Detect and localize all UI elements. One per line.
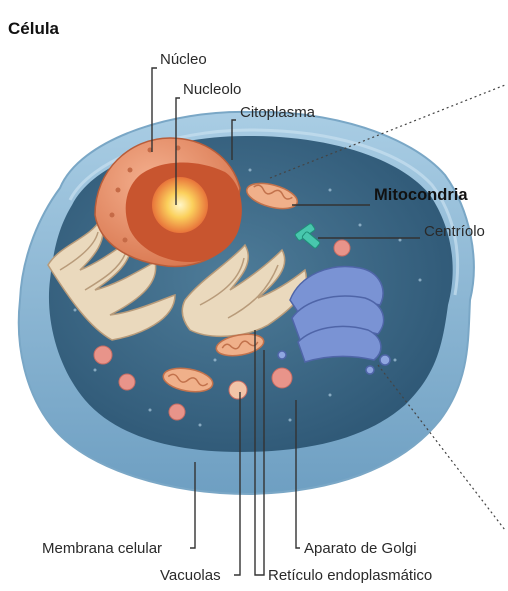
diagram-title: Célula bbox=[8, 20, 59, 37]
label-centriolo: Centríolo bbox=[424, 224, 485, 239]
label-vacuolas: Vacuolas bbox=[160, 568, 221, 583]
nucleolus bbox=[152, 177, 208, 233]
label-citoplasma: Citoplasma bbox=[240, 105, 315, 120]
label-nucleolo: Nucleolo bbox=[183, 82, 241, 97]
label-reticulo: Retículo endoplasmático bbox=[268, 568, 432, 583]
label-aparato-golgi: Aparato de Golgi bbox=[304, 541, 417, 556]
label-mitocondria: Mitocondria bbox=[374, 187, 468, 204]
label-nucleo: Núcleo bbox=[160, 52, 207, 67]
label-membrana: Membrana celular bbox=[42, 541, 162, 556]
